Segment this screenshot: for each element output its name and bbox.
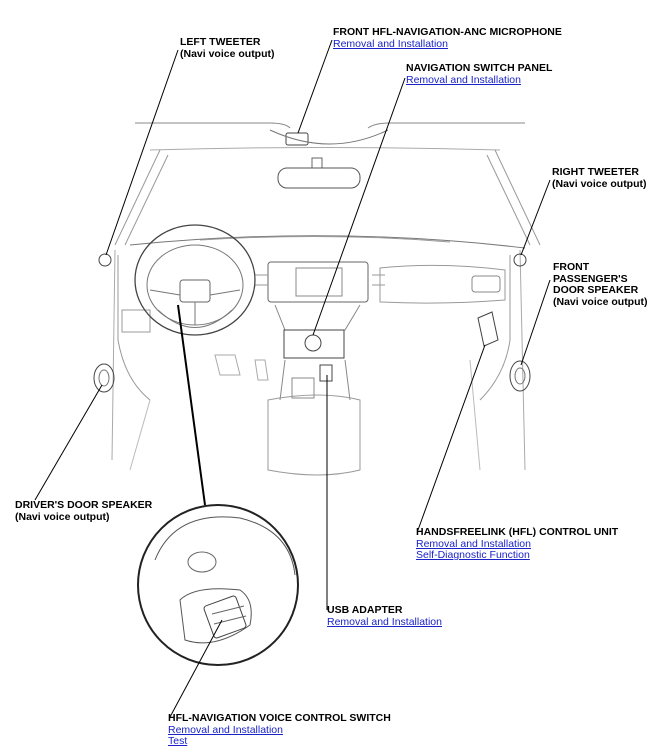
left-tweeter-title: LEFT TWEETER — [180, 36, 261, 48]
dashboard-right-edge — [479, 255, 511, 401]
passenger-speaker-title3: DOOR SPEAKER — [553, 284, 639, 296]
usb-adapter — [319, 364, 333, 382]
left-switch-panel — [121, 309, 151, 333]
center-vents — [255, 274, 385, 286]
leader-microphone — [297, 39, 333, 134]
microphone-removal-link[interactable]: Removal and Installation — [333, 37, 448, 50]
passenger-door-speaker-part — [509, 360, 531, 392]
leader-nav-switch — [312, 77, 406, 336]
label-left-tweeter: LEFT TWEETER (Navi voice output) — [180, 36, 275, 60]
steering-wheel-spokes — [149, 289, 241, 325]
leader-left-tweeter — [105, 49, 179, 256]
right-a-pillar — [486, 149, 541, 246]
right-tweeter-part — [513, 253, 527, 267]
passenger-speaker-title2: PASSENGER'S — [553, 272, 628, 285]
label-passenger-speaker: FRONT PASSENGER'S DOOR SPEAKER (Navi voi… — [553, 261, 648, 308]
nav-switch-title: NAVIGATION SWITCH PANEL — [406, 62, 553, 74]
usb-title: USB ADAPTER — [327, 604, 403, 616]
voice-switch-removal-link[interactable]: Removal and Installation — [168, 723, 283, 736]
steering-wheel-hub — [179, 279, 211, 303]
dashboard-upper — [199, 235, 451, 243]
leader-hfl-unit — [417, 344, 486, 531]
left-tweeter-part — [98, 253, 112, 267]
label-microphone: FRONT HFL-NAVIGATION-ANC MICROPHONE Remo… — [333, 26, 562, 50]
steering-wheel-outer — [134, 224, 256, 336]
center-display-inner — [295, 267, 343, 297]
microphone-housing — [285, 132, 309, 146]
label-voice-switch: HFL-NAVIGATION VOICE CONTROL SWITCH Remo… — [168, 712, 391, 748]
floor-left — [129, 399, 151, 471]
label-right-tweeter: RIGHT TWEETER (Navi voice output) — [552, 166, 647, 190]
voice-switch-test-link[interactable]: Test — [168, 735, 188, 747]
hfl-unit-diagnostic-link[interactable]: Self-Diagnostic Function — [416, 549, 530, 561]
leader-right-tweeter — [520, 179, 551, 256]
dashboard-top — [129, 235, 526, 249]
driver-speaker-title: DRIVER'S DOOR SPEAKER — [15, 499, 153, 511]
leader-voice-switch — [169, 619, 223, 718]
label-nav-switch: NAVIGATION SWITCH PANEL Removal and Inst… — [406, 62, 553, 86]
driver-door-speaker-cone — [98, 369, 110, 387]
leader-detail — [177, 304, 206, 506]
driver-speaker-sub: (Navi voice output) — [15, 510, 110, 523]
label-hfl-unit: HANDSFREELINK (HFL) CONTROL UNIT Removal… — [416, 526, 619, 562]
windshield-inner-edge — [149, 147, 501, 151]
label-driver-speaker: DRIVER'S DOOR SPEAKER (Navi voice output… — [15, 499, 153, 523]
left-a-pillar — [114, 149, 169, 246]
detail-circle — [137, 504, 299, 666]
detail-spoke — [179, 588, 252, 644]
leader-driver-speaker — [34, 384, 103, 501]
armrest — [267, 394, 361, 476]
center-display — [267, 261, 369, 303]
passenger-speaker-sub: (Navi voice output) — [553, 295, 648, 308]
windshield-top-edge — [135, 122, 525, 129]
steering-wheel-lower — [157, 309, 233, 328]
label-usb: USB ADAPTER Removal and Installation — [327, 604, 442, 628]
leader-passenger-speaker — [520, 279, 551, 366]
center-stack — [274, 304, 361, 331]
right-tweeter-title: RIGHT TWEETER — [552, 166, 639, 178]
hfl-control-unit — [477, 311, 499, 347]
voice-switch-title: HFL-NAVIGATION VOICE CONTROL SWITCH — [168, 712, 391, 724]
driver-door-speaker-part — [93, 363, 115, 393]
dashboard-left-edge — [117, 255, 151, 401]
voice-switch-panel — [203, 595, 247, 639]
glove-box — [379, 264, 506, 304]
floor-right — [469, 359, 481, 471]
rear-view-mirror — [277, 167, 361, 189]
voice-switch-buttons — [211, 605, 247, 625]
usb-removal-link[interactable]: Removal and Installation — [327, 615, 442, 628]
right-vent — [471, 275, 501, 293]
left-tweeter-sub: (Navi voice output) — [180, 47, 275, 60]
hfl-unit-title: HANDSFREELINK (HFL) CONTROL UNIT — [416, 526, 619, 538]
mirror-mount — [269, 129, 389, 145]
shift-area — [291, 377, 315, 399]
navigation-switch-panel — [283, 329, 345, 359]
right-tweeter-sub: (Navi voice output) — [552, 177, 647, 190]
detail-wheel-rim — [154, 516, 296, 576]
leader-lines — [34, 39, 551, 718]
detail-wheel-hub — [187, 551, 217, 573]
passenger-door-speaker-cone — [514, 367, 526, 385]
mirror-stem — [311, 157, 323, 169]
passenger-speaker-title1: FRONT — [553, 261, 590, 273]
microphone-title: FRONT HFL-NAVIGATION-ANC MICROPHONE — [333, 26, 562, 38]
pedals — [214, 354, 269, 381]
center-console — [279, 359, 351, 401]
hfl-unit-removal-link[interactable]: Removal and Installation — [416, 537, 531, 550]
nav-switch-removal-link[interactable]: Removal and Installation — [406, 73, 521, 86]
left-door-edge — [111, 249, 116, 461]
